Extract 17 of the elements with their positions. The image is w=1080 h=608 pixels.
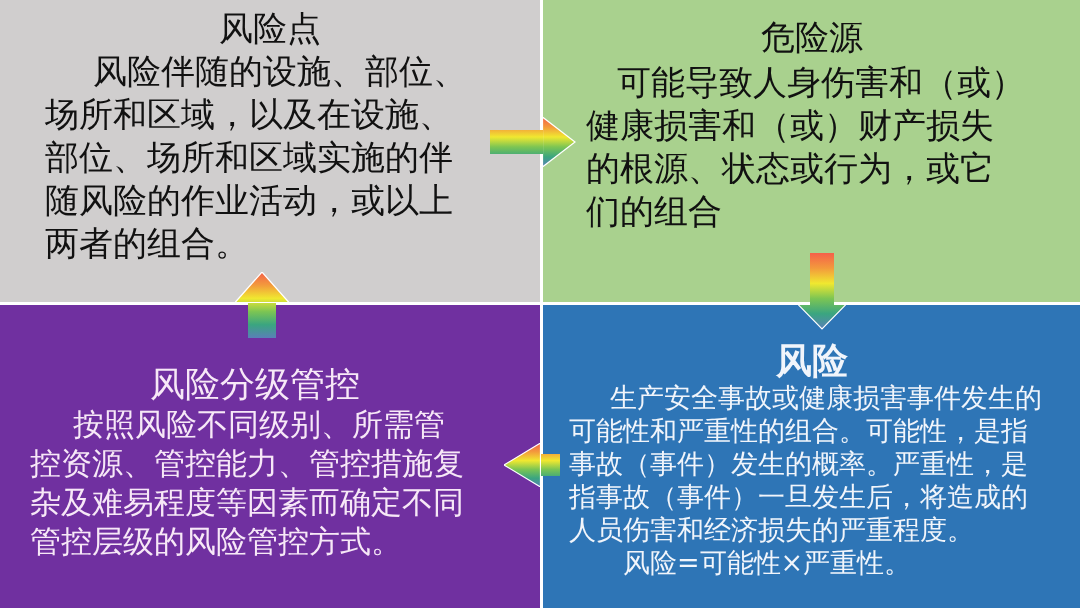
definition-text: 风险伴随的设施、部位、场所和区域，以及在设施、部位、场所和区域实施的伴随风险的作业活动，或以上两者的组合。 xyxy=(45,50,468,265)
definition-text: 生产安全事故或健康损害事件发生的可能性和严重性的组合。可能性，是指事故（事件）发生的概率。严重性，是指事故（事件）一旦发生后，将造成的人员伤害和经济损失的严重程度。 xyxy=(569,381,1043,546)
definition-panel xyxy=(0,305,540,608)
formula-text: 风险=可能性×严重性。 xyxy=(622,546,913,579)
definition-text: 按照风险不同级别、所需管控资源、管控能力、管控措施复杂及难易程度等因素而确定不同管控层级的风险管控方式。 xyxy=(30,405,465,561)
arrow xyxy=(504,443,560,487)
panel-title: 风险 xyxy=(774,340,849,380)
definition-panel xyxy=(543,0,1080,302)
panel-title: 危险源 xyxy=(759,16,864,59)
panel-title: 风险点 xyxy=(218,7,322,50)
definition-panel xyxy=(0,0,540,302)
arrow xyxy=(798,253,846,330)
arrow xyxy=(235,272,289,338)
arrow xyxy=(490,117,576,167)
definition-text: 可能导致人身伤害和（或）健康损害和（或）财产损失的根源、状态或行为，或它们的组合 xyxy=(586,61,1026,233)
panel-title: 风险分级管控 xyxy=(149,363,361,406)
definition-panel xyxy=(543,305,1080,608)
